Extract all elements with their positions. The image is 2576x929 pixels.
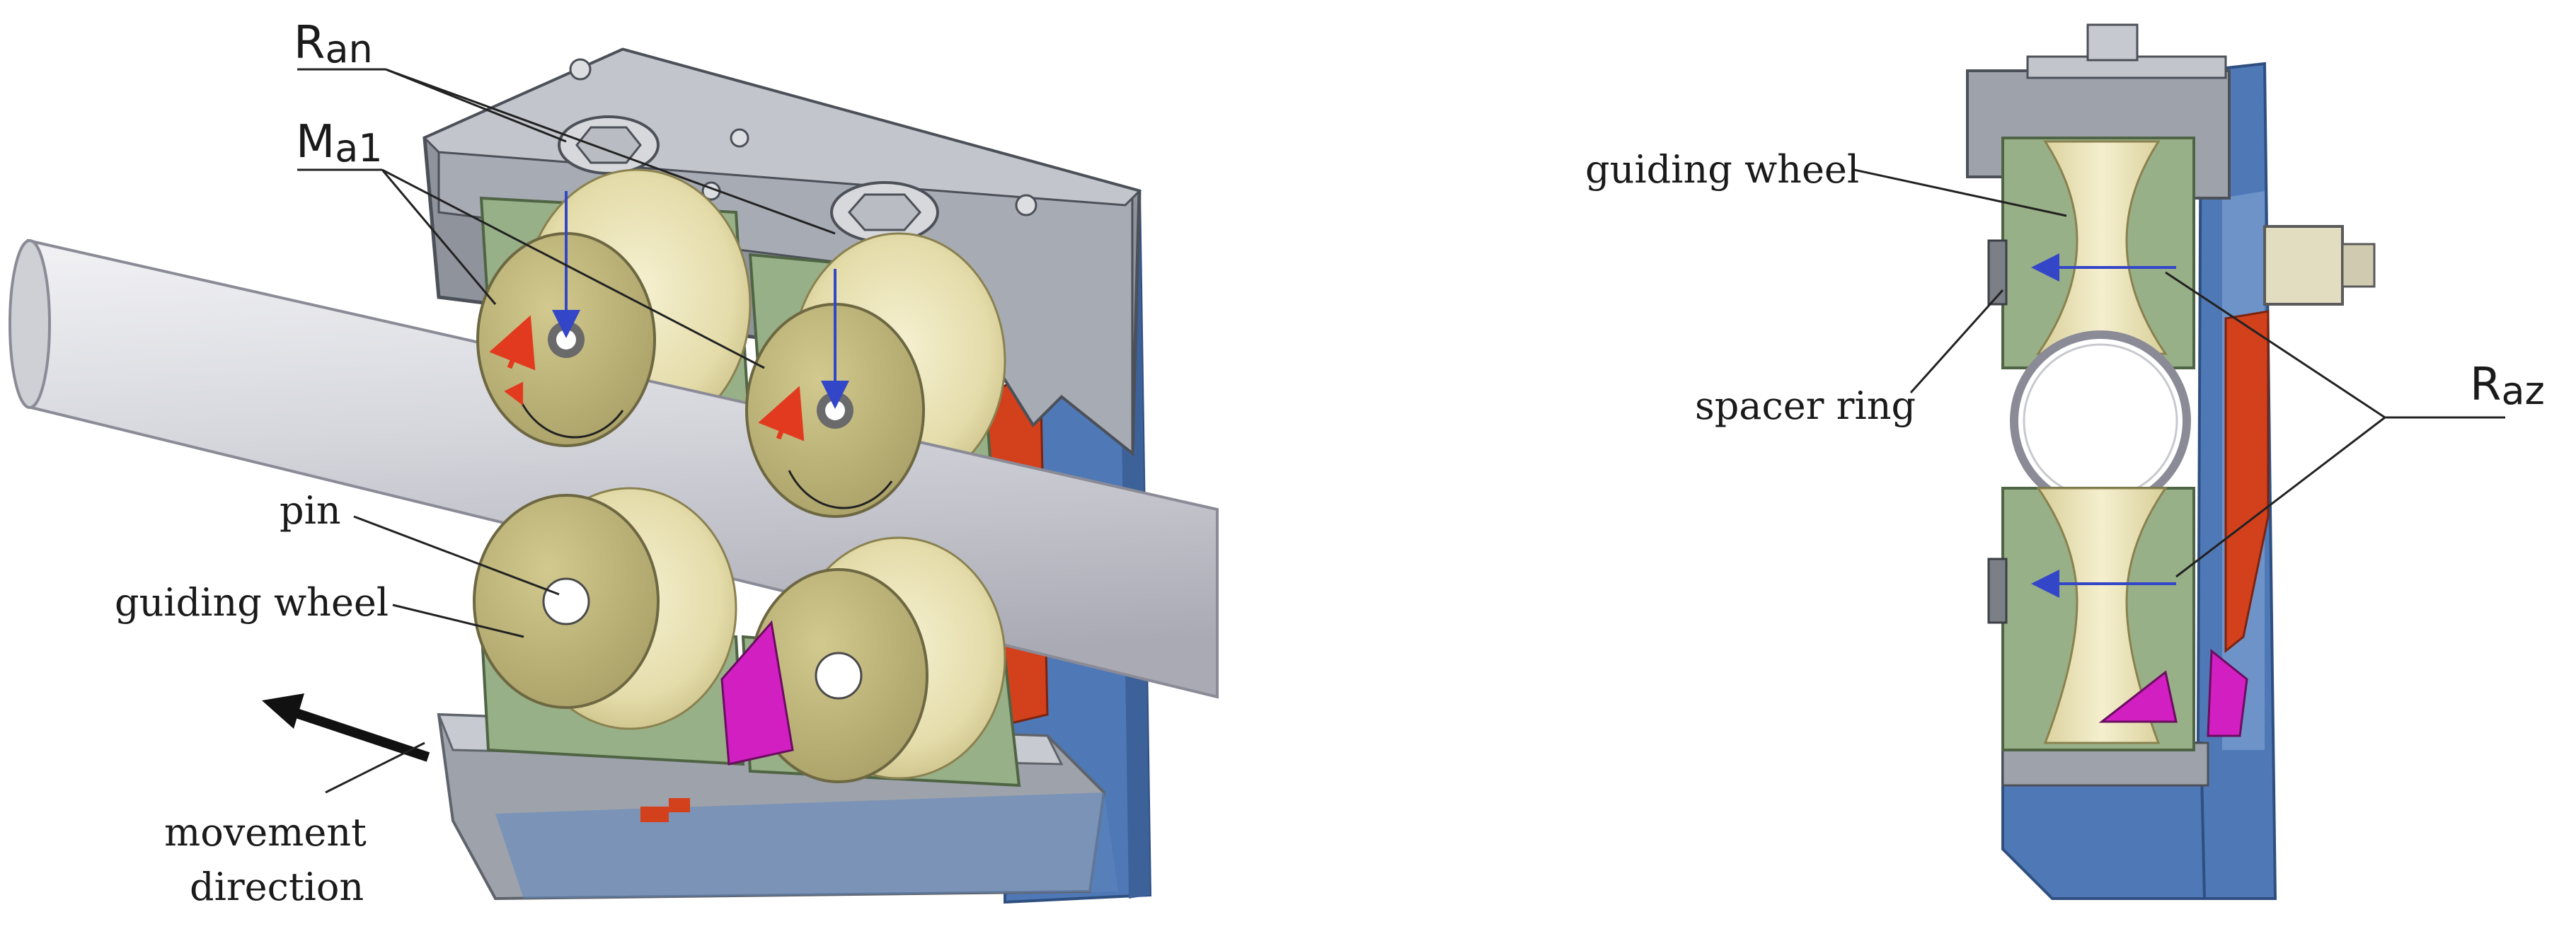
- movement-arrow-head: [262, 693, 304, 729]
- label-r-az: Raz: [2470, 359, 2545, 413]
- label-guiding-wheel-right: guiding wheel: [1585, 147, 1859, 192]
- right-assembly-drawing: [1853, 23, 2505, 900]
- spacer-ring-piece: [1987, 239, 2008, 306]
- bolt-head: [575, 126, 642, 164]
- label-movement-line2: direction: [190, 865, 364, 909]
- leader-guiding-wheel-right: [1853, 168, 2067, 217]
- side-bolt: [2263, 225, 2344, 306]
- label-r-an: Ran: [294, 17, 373, 71]
- magenta-part-right-2: [2207, 648, 2248, 737]
- leader-guiding-wheel-left: [392, 604, 524, 638]
- base-bolt-red: [640, 807, 669, 822]
- rotation-arrow-1b: [489, 315, 536, 371]
- leader-r-az-2: [2175, 416, 2386, 578]
- pipe-end: [8, 239, 51, 409]
- movement-arrow: [277, 703, 430, 762]
- leader-r-an-2: [385, 68, 836, 235]
- rotation-arrow-2: [788, 470, 893, 509]
- red-plate-right: [2224, 310, 2270, 654]
- label-m-a1: Ma1: [296, 116, 383, 171]
- leader-m-a1-1: [381, 169, 497, 305]
- label-pin: pin: [280, 488, 341, 533]
- leader-movement: [325, 742, 425, 794]
- pin: [815, 652, 863, 700]
- magenta-part-right: [2098, 670, 2178, 723]
- label-spacer-ring: spacer ring: [1695, 383, 1916, 428]
- upper-roller-right: [2036, 140, 2168, 355]
- screw: [730, 128, 749, 148]
- label-guiding-wheel-left: guiding wheel: [115, 580, 389, 625]
- bolt-head: [848, 193, 921, 231]
- spacer-ring-piece: [1987, 558, 2008, 624]
- screw: [1015, 194, 1037, 217]
- rotation-arrow-2b: [758, 386, 805, 442]
- leader-pin: [353, 515, 560, 596]
- leader-m-a1-2: [381, 168, 765, 369]
- base-bolt-red: [669, 798, 690, 812]
- lower-roller-right: [2036, 487, 2168, 744]
- pin: [542, 577, 590, 625]
- left-assembly-drawing: [8, 47, 1219, 904]
- label-movement-line1: movement: [164, 810, 367, 855]
- screw: [569, 58, 592, 81]
- rotation-arrow-1: [504, 381, 624, 439]
- magenta-part-left: [720, 620, 794, 766]
- leader-r-az-1: [2165, 271, 2386, 419]
- leader-spacer-ring: [1909, 289, 2004, 394]
